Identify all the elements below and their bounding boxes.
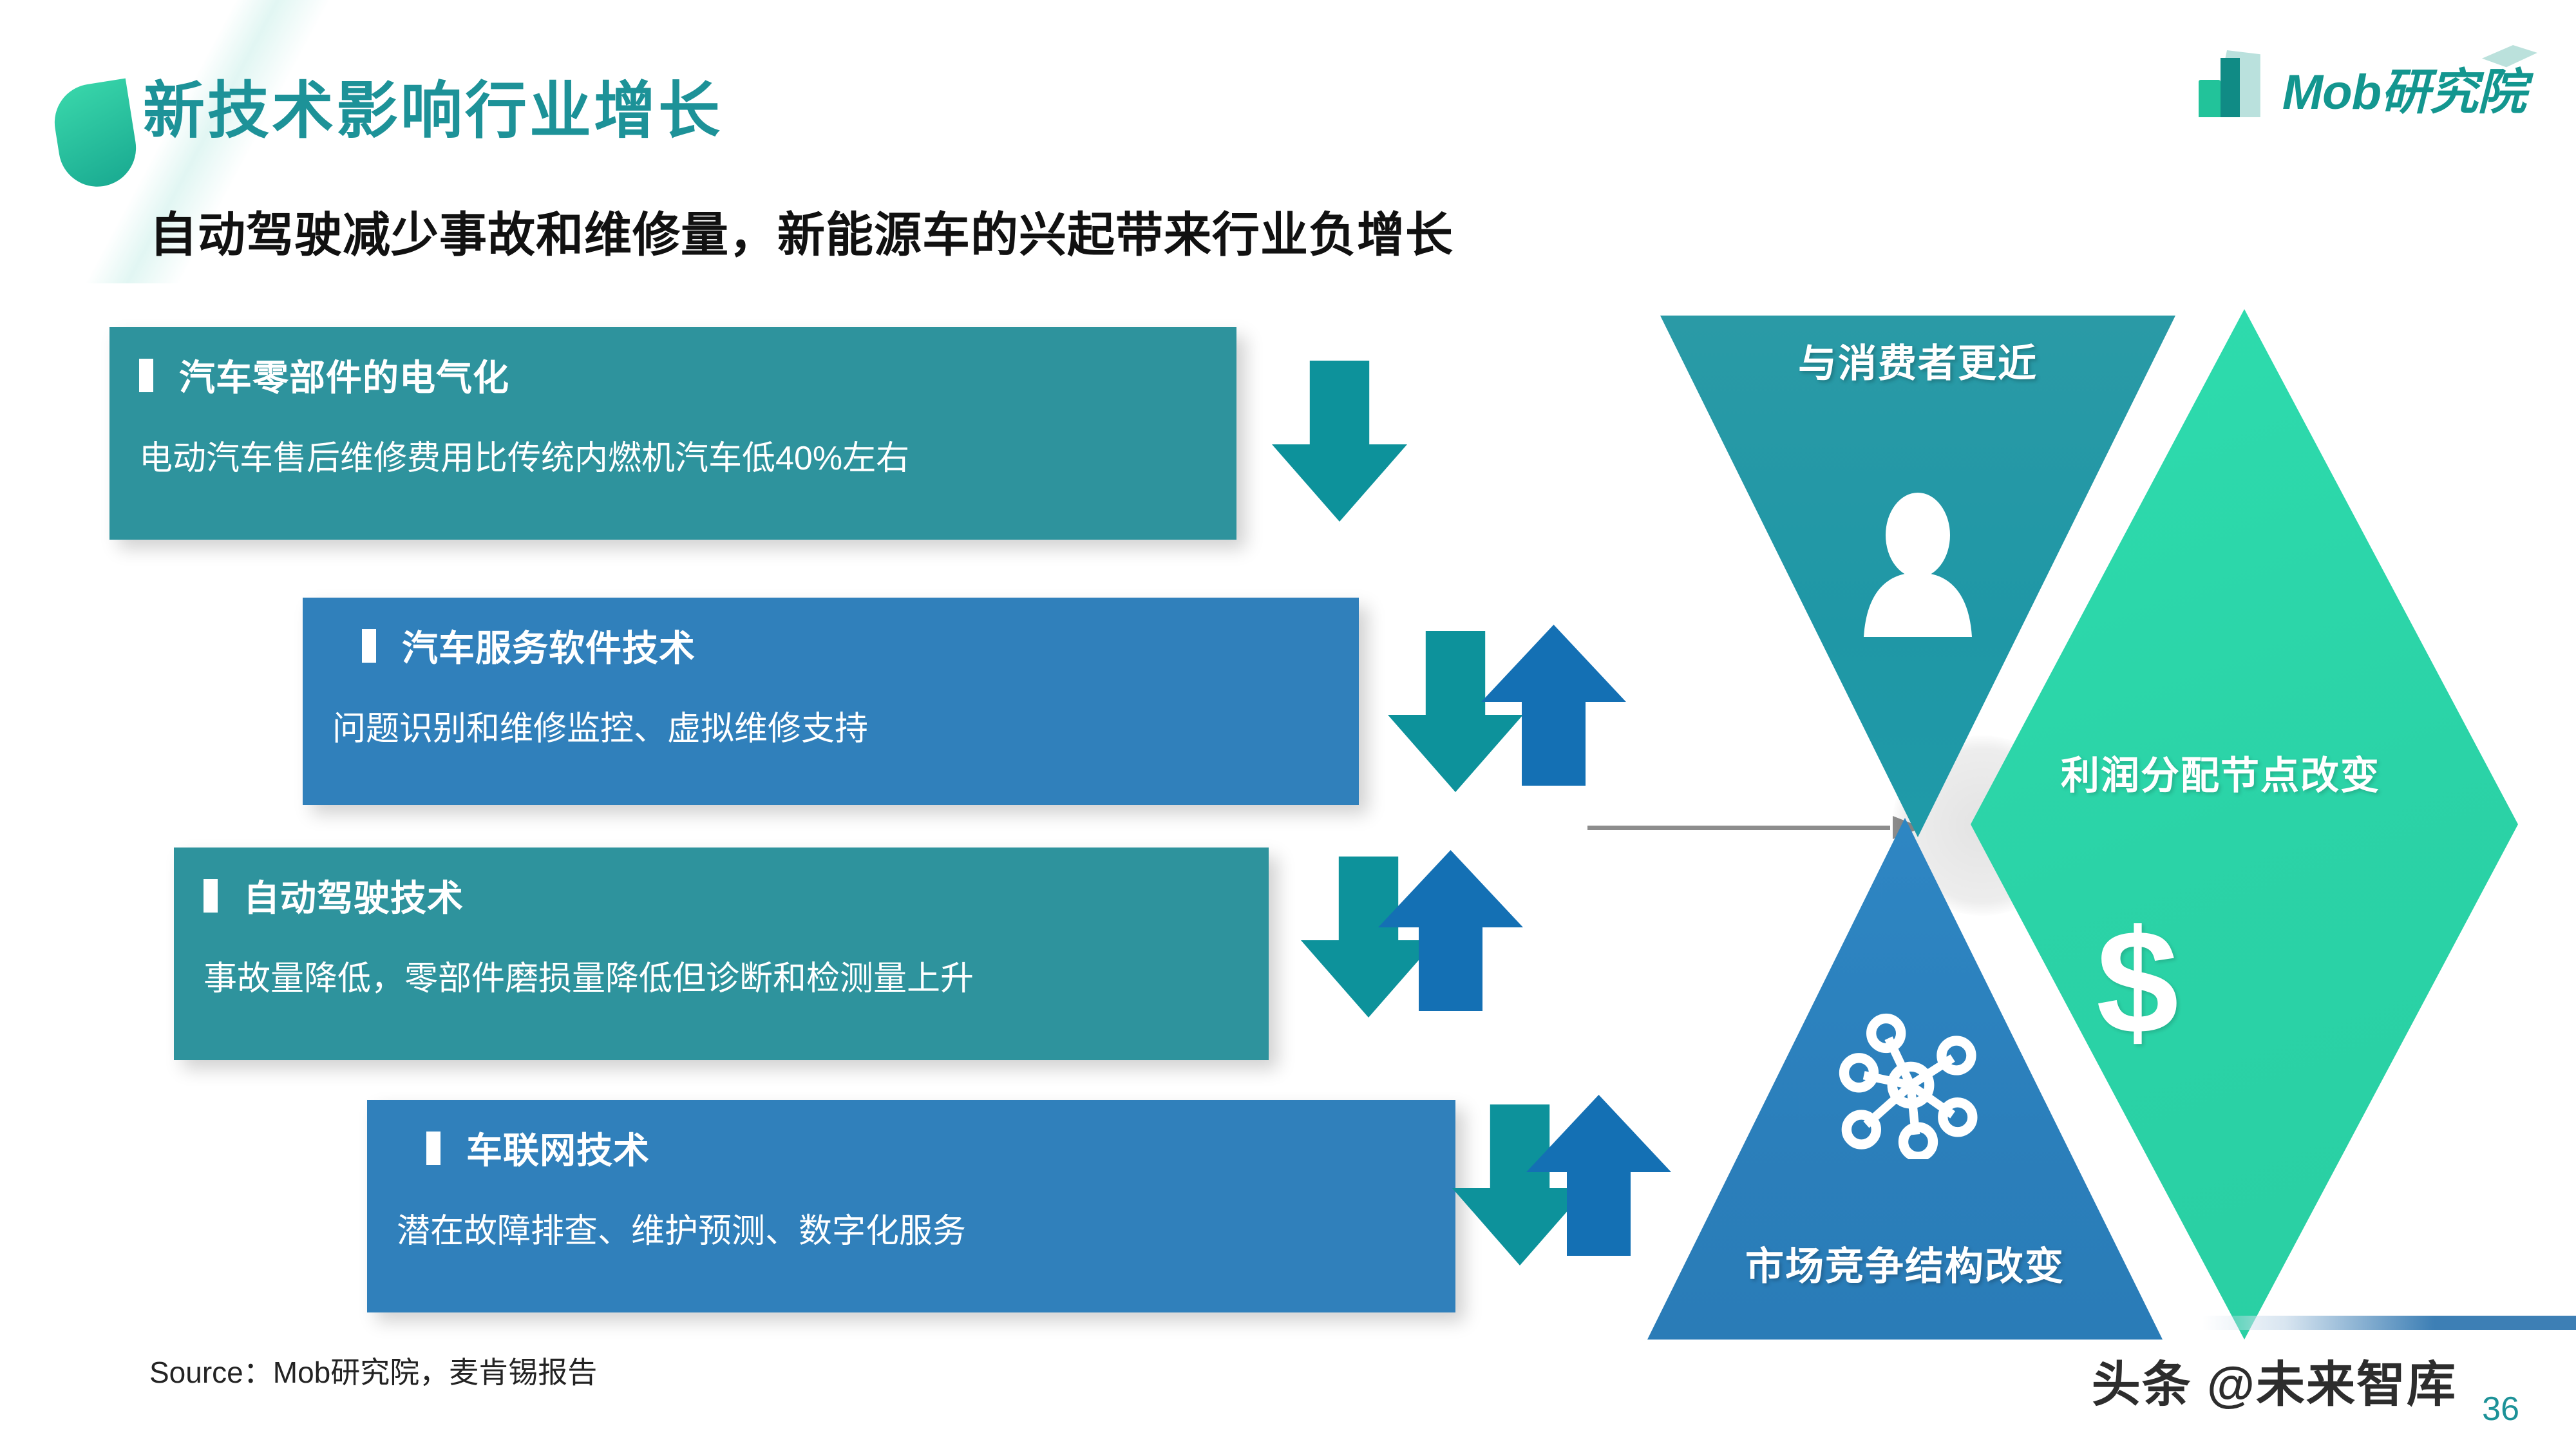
info-box-title: 车联网技术 [466, 1130, 650, 1171]
info-box-autonomous-driving[interactable]: 自动驾驶技术 事故量降低，零部件磨损量降低但诊断和检测量上升 [174, 848, 1269, 1060]
info-box-desc: 电动汽车售后维修费用比传统内燃机汽车低40%左右 [139, 440, 910, 477]
arrow-down-icon [1388, 631, 1523, 792]
info-box-title: 汽车零部件的电气化 [179, 357, 509, 398]
arrow-up-icon [1378, 850, 1523, 1011]
square-bullet-icon [204, 878, 218, 913]
logo-bar-dark [2220, 58, 2240, 117]
diamond-label: 利润分配节点改变 [2061, 754, 2380, 797]
info-box-desc: 问题识别和维修监控、虚拟维修支持 [332, 710, 869, 748]
info-box-title-row: 汽车零部件的电气化 [139, 349, 1207, 401]
arrow-down-icon [1301, 857, 1436, 1018]
info-box-desc: 事故量降低，零部件磨损量降低但诊断和检测量上升 [204, 960, 974, 998]
dollar-icon: $ [2096, 899, 2179, 1065]
square-bullet-icon [362, 629, 376, 663]
page-subtitle: 自动驾驶减少事故和维修量，新能源车的兴起带来行业负增长 [149, 208, 1454, 261]
source-note: Source：Mob研究院，麦肯锡报告 [149, 1356, 598, 1389]
info-box-title: 自动驾驶技术 [243, 878, 464, 918]
page-title: 新技术影响行业增长 [143, 77, 723, 146]
info-box-desc: 潜在故障排查、维护预测、数字化服务 [397, 1213, 967, 1250]
triangle-bottom-label: 市场竞争结构改变 [1745, 1245, 2065, 1288]
header-leaf-accent-icon [49, 78, 142, 193]
logo-bar-green [2198, 80, 2221, 117]
page-number: 36 [2482, 1390, 2519, 1428]
footer-strip [2202, 1316, 2576, 1330]
square-bullet-icon [426, 1131, 440, 1165]
info-box-electrification[interactable]: 汽车零部件的电气化 电动汽车售后维修费用比传统内燃机汽车低40%左右 [109, 327, 1236, 540]
square-bullet-icon [139, 358, 153, 392]
brand-logo: Mob研究院 [2195, 45, 2537, 117]
info-box-title-row: 车联网技术 [397, 1122, 1426, 1174]
info-box-title: 汽车服务软件技术 [402, 628, 696, 668]
triangle-top-label: 与消费者更近 [1798, 342, 2038, 385]
person-icon [1864, 493, 1972, 637]
logo-bars-icon [2195, 46, 2272, 117]
info-box-connected-vehicle[interactable]: 车联网技术 潜在故障排查、维护预测、数字化服务 [367, 1100, 1455, 1312]
connector-line [1587, 826, 1890, 830]
arrow-down-icon [1272, 361, 1407, 522]
info-box-service-software[interactable]: 汽车服务软件技术 问题识别和维修监控、虚拟维修支持 [303, 598, 1359, 805]
watermark-text: 头条 @未来智库 [2091, 1358, 2457, 1412]
info-box-title-row: 自动驾驶技术 [204, 869, 1239, 922]
impact-diagram: 与消费者更近 利润分配节点改变 $ 市场竞争结构改变 [1610, 303, 2550, 1346]
network-icon [1839, 1013, 1978, 1159]
arrow-up-icon [1481, 625, 1626, 786]
logo-text: Mob研究院 [2282, 45, 2537, 117]
graduation-cap-icon [2482, 45, 2537, 68]
info-box-title-row: 汽车服务软件技术 [332, 620, 1329, 672]
